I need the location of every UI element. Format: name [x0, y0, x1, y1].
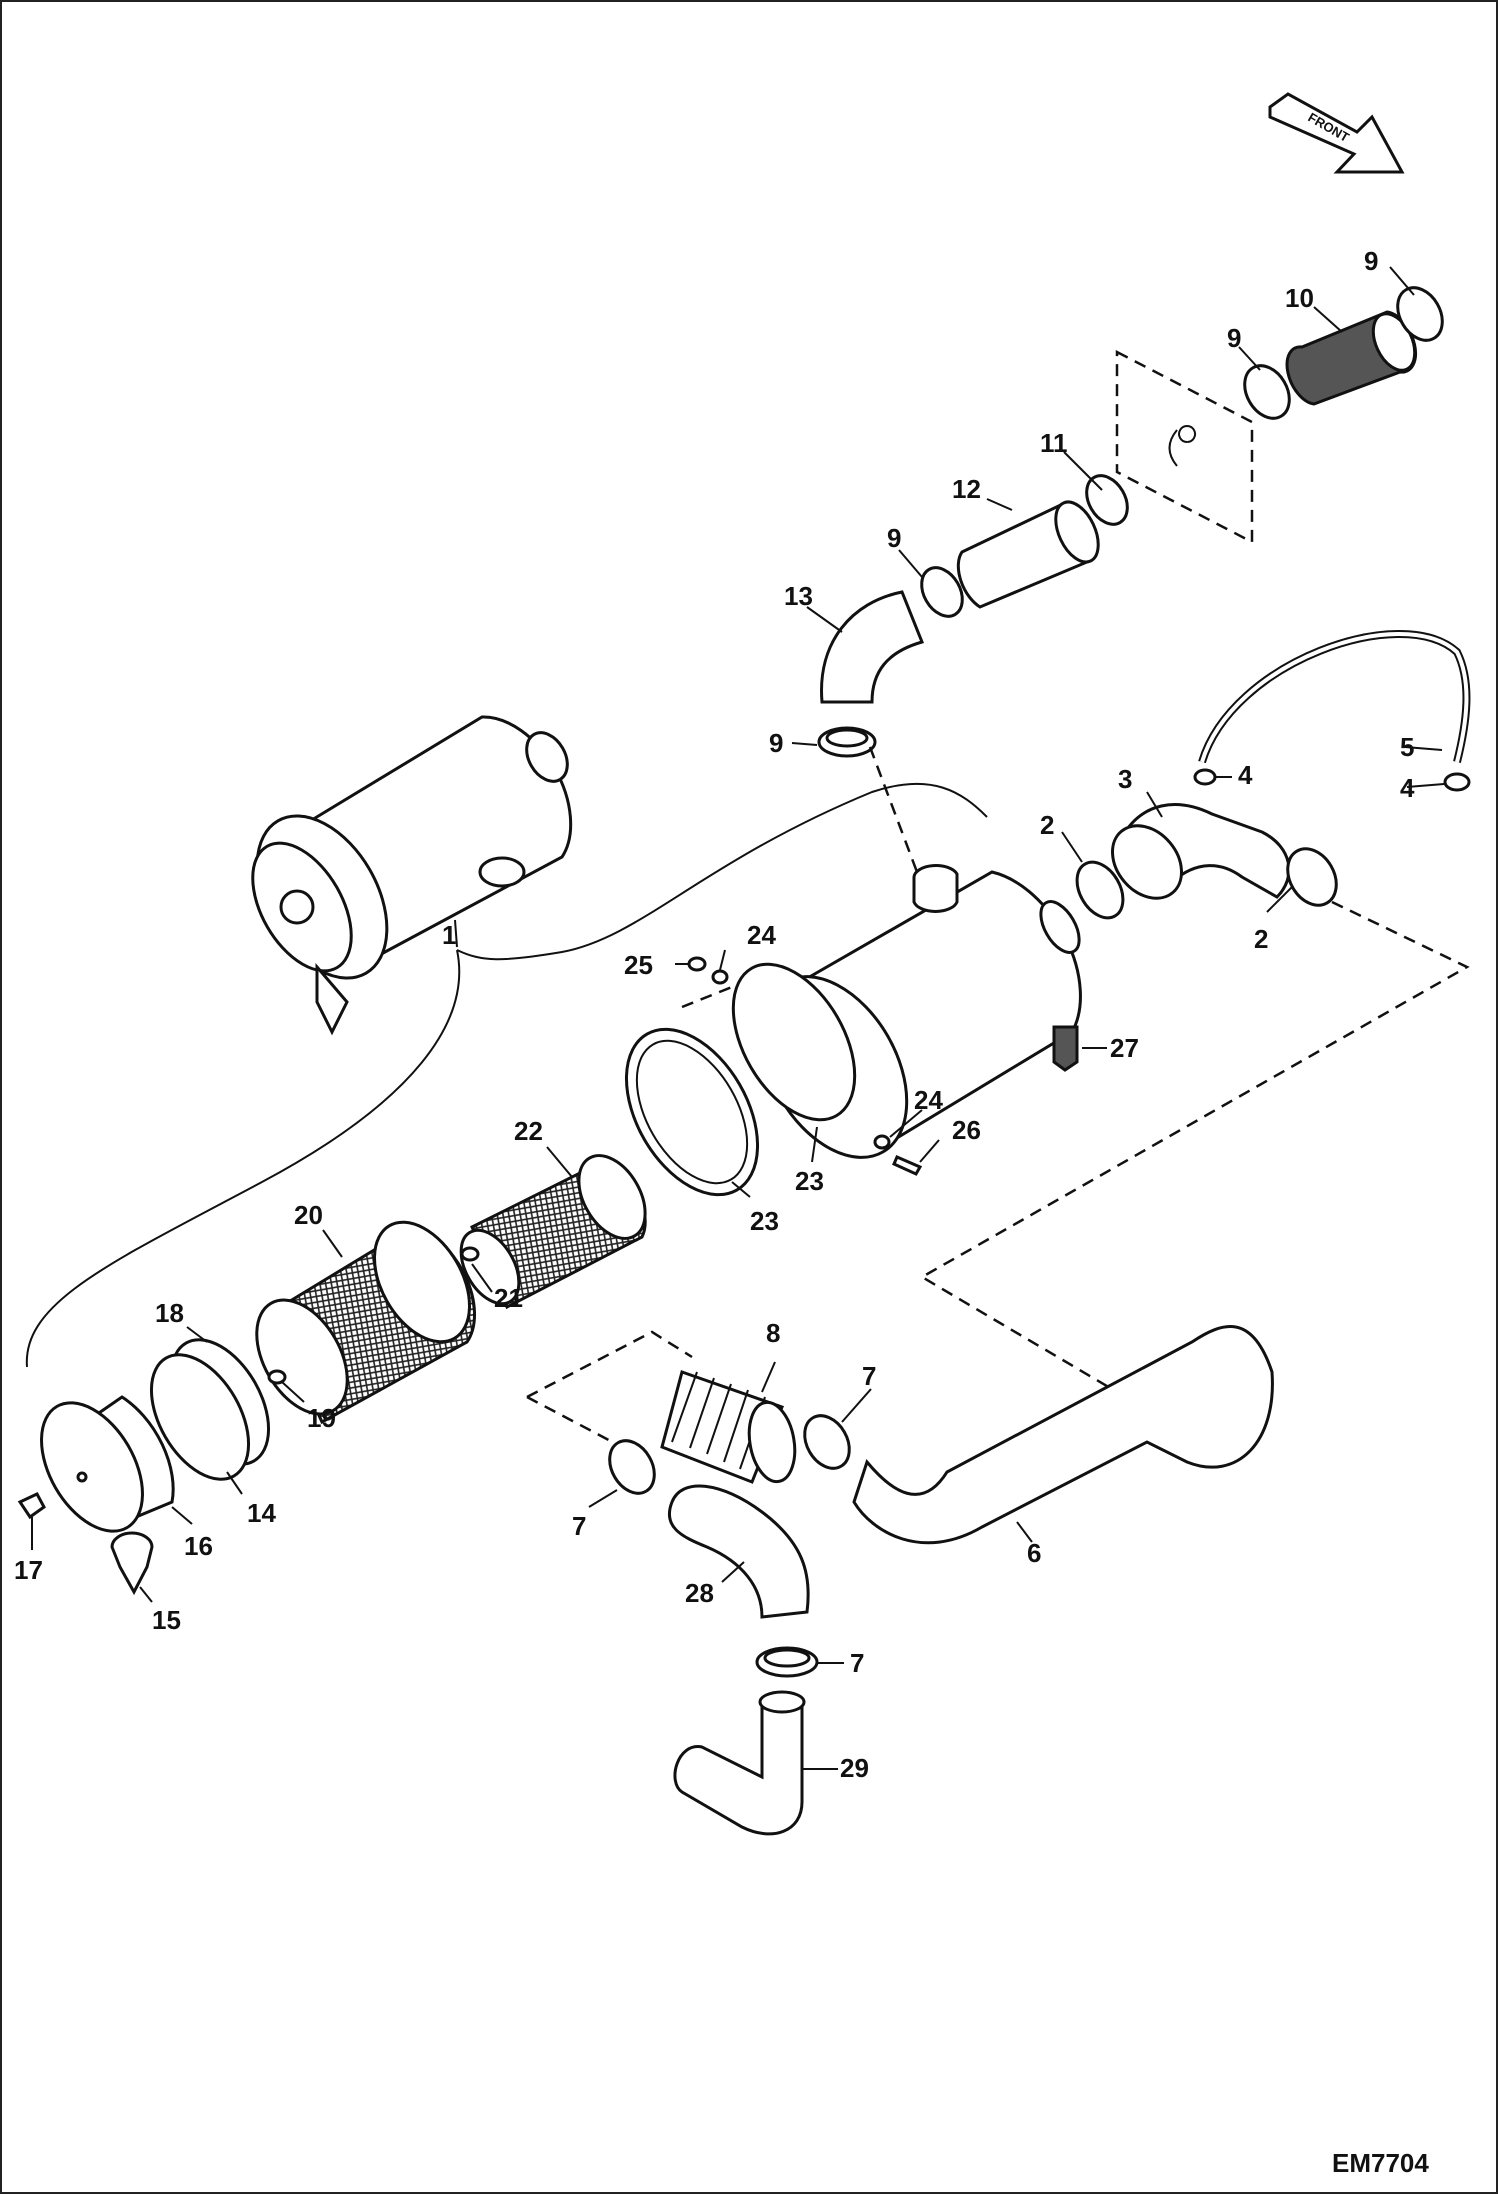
clamp-11	[1085, 474, 1129, 526]
callout-16: 16	[184, 1531, 213, 1561]
elbow-hose-13	[820, 590, 925, 704]
callout-4a: 4	[1238, 760, 1253, 790]
drawing-id: EM7704	[1332, 2148, 1429, 2178]
callout-7c: 7	[850, 1648, 864, 1678]
clamp-7c-inner	[763, 1648, 811, 1668]
washer-24a	[711, 969, 729, 985]
callout-23b: 23	[750, 1206, 779, 1236]
cover-16	[40, 1395, 175, 1533]
callout-9b: 9	[1227, 323, 1241, 353]
nut-17	[17, 1492, 46, 1520]
firewall-plate	[1115, 349, 1254, 545]
hose-5-inner	[1200, 632, 1469, 763]
callout-23a: 23	[795, 1166, 824, 1196]
bolt-26	[892, 1155, 923, 1176]
elbow-29	[673, 1700, 804, 1836]
callout-28: 28	[685, 1578, 714, 1608]
elbow-29-end	[758, 1690, 806, 1714]
callout-leaders	[31, 266, 1445, 1770]
callout-9c: 9	[887, 523, 901, 553]
callout-13: 13	[784, 581, 813, 611]
callout-10: 10	[1285, 283, 1314, 313]
tube-12	[956, 500, 1100, 609]
callout-17: 17	[14, 1555, 43, 1585]
callout-11: 11	[1040, 428, 1068, 458]
callout-26: 26	[952, 1115, 981, 1145]
gasket-23a	[731, 962, 857, 1122]
clamp-7a	[803, 1414, 851, 1470]
callout-7b: 7	[572, 1511, 586, 1541]
front-arrow-icon: FRONT	[1268, 92, 1405, 174]
callout-labels: 1 2 2 3 4 4 5 6 7 7 7 8 9 9 9 9 10 11 12…	[14, 246, 1415, 1783]
intake-tube-6	[852, 1325, 1274, 1545]
dashed-line-7	[526, 1395, 623, 1449]
inner-filter-22	[459, 1154, 647, 1310]
leader-1b	[25, 949, 461, 1368]
washer-25	[687, 956, 707, 972]
fitting-4a	[1193, 768, 1217, 786]
callout-8: 8	[766, 1318, 780, 1348]
gasket-23b	[624, 1027, 760, 1197]
air-cleaner-assembly-1	[251, 715, 573, 1036]
gasket-23b-inner	[635, 1039, 749, 1185]
elbow-3-end	[1111, 824, 1183, 900]
nut-21	[460, 1246, 480, 1262]
seal-14	[149, 1353, 251, 1481]
fitting-4b	[1443, 772, 1471, 792]
bellows-8	[660, 1370, 797, 1484]
callout-24a: 24	[747, 920, 776, 950]
clamp-2a	[1075, 860, 1125, 920]
clamp-9c	[920, 566, 964, 618]
washer-24b	[873, 1134, 891, 1150]
callout-14: 14	[247, 1498, 276, 1528]
clamp-7b	[608, 1439, 656, 1495]
callout-9a: 9	[1364, 246, 1378, 276]
clamp-9b	[1396, 286, 1444, 342]
clamp-2b	[1286, 847, 1338, 907]
callout-2a: 2	[1040, 810, 1054, 840]
leader-1a	[456, 782, 988, 961]
callout-29: 29	[840, 1753, 869, 1783]
callout-3: 3	[1118, 764, 1132, 794]
callout-22: 22	[514, 1116, 543, 1146]
callout-12: 12	[952, 474, 981, 504]
callout-18: 18	[155, 1298, 184, 1328]
callout-9d: 9	[769, 728, 783, 758]
callout-21: 21	[494, 1283, 523, 1313]
clamp-9a	[1243, 364, 1291, 420]
callout-4b: 4	[1400, 773, 1415, 803]
elbow-hose-28	[668, 1484, 810, 1619]
valve-15	[110, 1531, 154, 1596]
callout-6: 6	[1027, 1538, 1041, 1568]
outer-filter-20	[255, 1220, 476, 1425]
callout-20: 20	[294, 1200, 323, 1230]
callout-1: 1	[442, 920, 456, 950]
valve-27	[1052, 1025, 1079, 1072]
dashed-line-6	[919, 900, 1470, 1394]
callout-19: 19	[307, 1403, 336, 1433]
callout-24b: 24	[914, 1085, 943, 1115]
callout-7a: 7	[862, 1361, 876, 1391]
callout-5: 5	[1400, 732, 1414, 762]
callout-25: 25	[624, 950, 653, 980]
nut-19	[267, 1369, 287, 1385]
callout-2b: 2	[1254, 924, 1268, 954]
dashed-line-9	[868, 746, 919, 873]
clamp-9d-inner	[825, 728, 869, 748]
callout-27: 27	[1110, 1033, 1139, 1063]
dashed-line-8	[526, 1330, 693, 1399]
callout-15: 15	[152, 1605, 181, 1635]
